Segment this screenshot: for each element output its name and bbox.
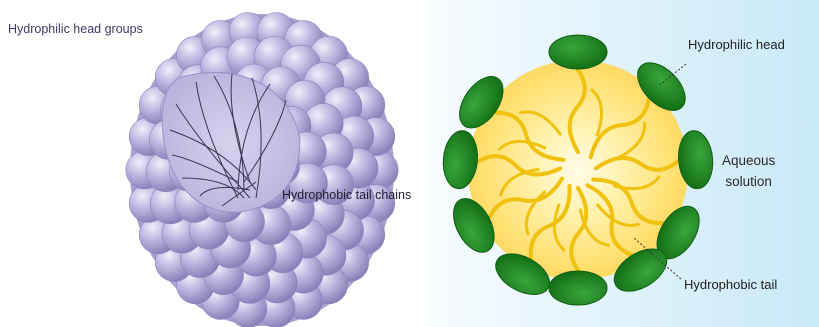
- hydrophilic-head: [549, 35, 607, 69]
- hydrophobic-tail-label: Hydrophobic tail: [684, 277, 777, 292]
- aqueous-solution-label: Aqueous solution: [722, 150, 775, 192]
- hydrophilic-head-label: Hydrophilic head: [688, 37, 785, 52]
- aqueous-label-line-1: Aqueous: [722, 150, 775, 171]
- aqueous-label-line-2: solution: [722, 171, 775, 192]
- hydrophilic-head-groups-label: Hydrophilic head groups: [8, 22, 143, 36]
- micelle-sphere-illustration: [0, 0, 430, 327]
- micelle-sphere-diagram: [0, 0, 430, 327]
- hydrophobic-tail-chains-label: Hydrophobic tail chains: [282, 188, 411, 202]
- hydrophilic-head: [549, 271, 607, 305]
